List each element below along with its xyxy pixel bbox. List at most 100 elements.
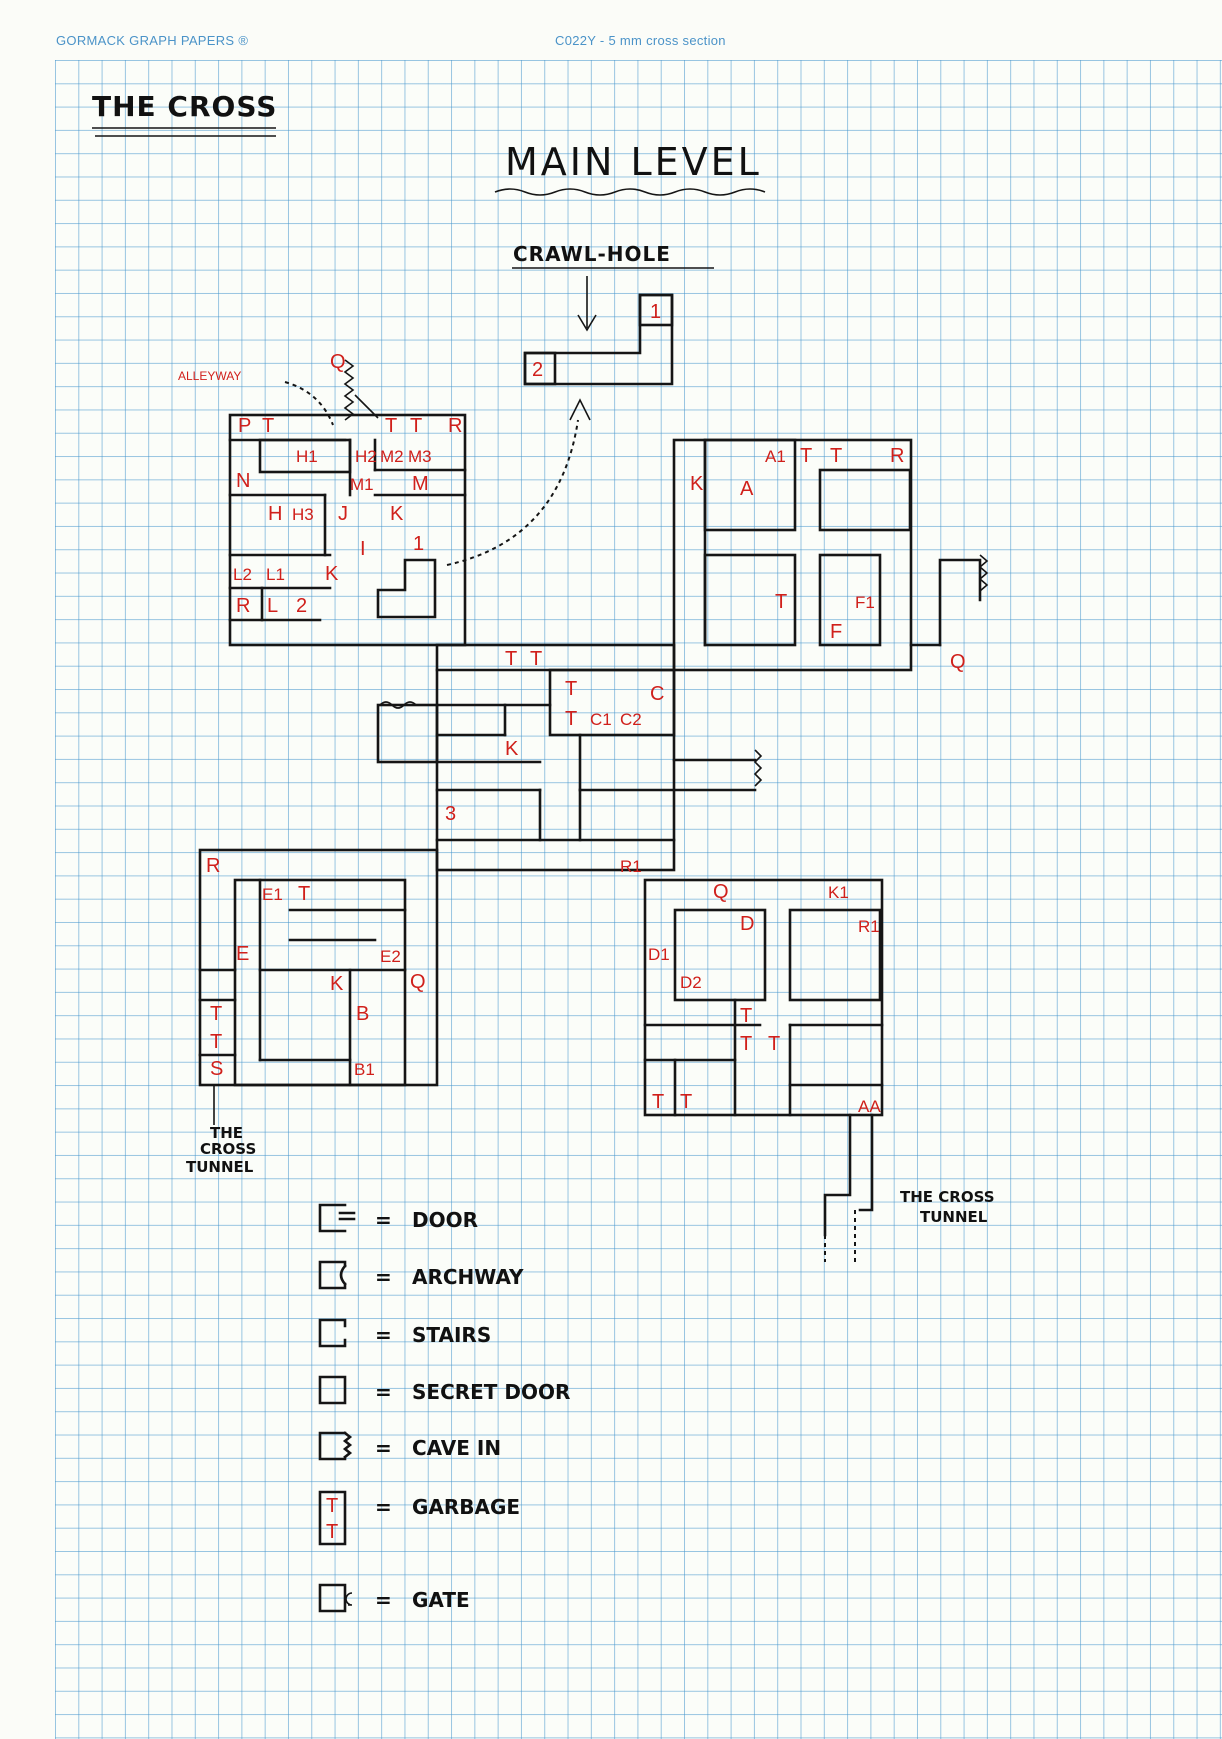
room-label-t: T	[410, 415, 422, 437]
gate-glyph	[345, 1592, 353, 1606]
crawl-hole-label: CRAWL-HOLE	[513, 242, 671, 266]
door-symbol	[318, 1203, 356, 1233]
room-label-b: B	[356, 1003, 369, 1025]
room-label-t: T	[800, 445, 812, 467]
svg-text:CROSS: CROSS	[200, 1140, 256, 1158]
room-label-t: T	[565, 708, 577, 730]
cave-in-symbol	[343, 359, 355, 421]
room-label-t: T	[775, 591, 787, 613]
room-label-d2: D2	[680, 973, 702, 992]
legend-item-archway: = ARCHWAY	[318, 1260, 524, 1290]
room-label-t: T	[262, 415, 274, 437]
cave-in-symbol	[978, 554, 989, 592]
cave-in-symbol	[379, 701, 417, 709]
legend-equals: =	[375, 1436, 392, 1460]
room-label-k: K	[330, 973, 344, 995]
room-label-a1: A1	[765, 447, 786, 466]
svg-text:TUNNEL: TUNNEL	[186, 1158, 254, 1176]
room-label-1: 1	[650, 301, 661, 323]
legend-equals: =	[375, 1588, 392, 1612]
room-label-i: I	[360, 538, 366, 560]
room-label-h3: H3	[292, 505, 314, 524]
room-label-r1: R1	[620, 857, 642, 876]
legend-label: SECRET DOOR	[412, 1380, 570, 1404]
room-label-t: T	[210, 1031, 222, 1053]
garbage-glyph: T	[326, 1521, 338, 1543]
room-label-t: T	[530, 648, 542, 670]
room-label-t: T	[565, 678, 577, 700]
room-label-n: N	[236, 470, 250, 492]
alleyway-label: ALLEYWAY	[178, 369, 241, 383]
room-label-m: M	[412, 473, 429, 495]
room-label-d1: D1	[648, 945, 670, 964]
legend-item-cave-in: =CAVE IN	[318, 1431, 501, 1461]
room-label-1: 1	[413, 533, 424, 555]
room-label-t: T	[505, 648, 517, 670]
sw-block	[198, 848, 439, 1125]
legend-label: GARBAGE	[412, 1495, 520, 1519]
ne-block	[672, 438, 989, 672]
room-label-t: T	[740, 1005, 752, 1027]
gate-symbol	[318, 1583, 347, 1613]
room-label-r: R	[206, 855, 220, 877]
svg-text:THE: THE	[210, 1124, 243, 1142]
room-label-3: 3	[445, 803, 456, 825]
room-label-m1: M1	[350, 475, 374, 494]
room-label-f1: F1	[855, 593, 875, 612]
svg-text:THE CROSS: THE CROSS	[900, 1188, 995, 1206]
room-label-e2: E2	[380, 947, 401, 966]
room-label-d: D	[740, 913, 754, 935]
room-label-t: T	[830, 445, 842, 467]
room-label-q: Q	[410, 971, 426, 993]
room-label-q: Q	[713, 881, 729, 903]
room-label-h: H	[268, 503, 282, 525]
room-label-e1: E1	[262, 885, 283, 904]
cave-in-symbol	[753, 749, 763, 787]
room-label-m3: M3	[408, 447, 432, 466]
legend-item-gate: =GATE	[318, 1583, 470, 1613]
room-label-c: C	[650, 683, 664, 705]
room-label-2: 2	[532, 359, 543, 381]
room-label-k: K	[325, 563, 339, 585]
room-label-c2: C2	[620, 710, 642, 729]
legend-label: DOOR	[412, 1208, 478, 1232]
crawl-arrow-head	[577, 314, 597, 332]
secret-door-symbol	[318, 1375, 347, 1405]
room-label-s: S	[210, 1058, 223, 1080]
legend-label: ARCHWAY	[412, 1265, 524, 1289]
room-label-r1: R1	[858, 917, 880, 936]
room-label-t: T	[652, 1091, 664, 1113]
room-label-p: P	[238, 415, 251, 437]
legend-equals: =	[375, 1265, 392, 1289]
nw-block: ALLEYWAY	[178, 359, 467, 647]
room-label-t: T	[768, 1033, 780, 1055]
paper-code: C022Y - 5 mm cross section	[555, 33, 726, 48]
tunnel-left-label: THE CROSS TUNNEL	[186, 1124, 256, 1176]
room-label-t: T	[210, 1003, 222, 1025]
se-block	[643, 878, 884, 1262]
center-block	[376, 643, 763, 872]
svg-text:TUNNEL: TUNNEL	[920, 1208, 988, 1226]
room-label-t: T	[740, 1033, 752, 1055]
legend-equals: =	[375, 1495, 392, 1519]
room-label-r: R	[236, 595, 250, 617]
room-label-t: T	[298, 883, 310, 905]
room-label-l1: L1	[266, 565, 285, 584]
room-label-aa: AA	[858, 1097, 881, 1116]
dashed-passage	[446, 419, 579, 566]
passage-arrow-head	[569, 398, 591, 421]
room-label-l: L	[267, 595, 278, 617]
room-label-k: K	[390, 503, 404, 525]
level-underline	[494, 188, 766, 196]
room-label-2: 2	[296, 595, 307, 617]
room-label-m2: M2	[380, 447, 404, 466]
room-label-k: K	[690, 473, 704, 495]
room-label-l2: L2	[233, 565, 252, 584]
room-label-c1: C1	[590, 710, 612, 729]
room-label-a: A	[740, 478, 754, 500]
room-label-k: K	[505, 738, 519, 760]
